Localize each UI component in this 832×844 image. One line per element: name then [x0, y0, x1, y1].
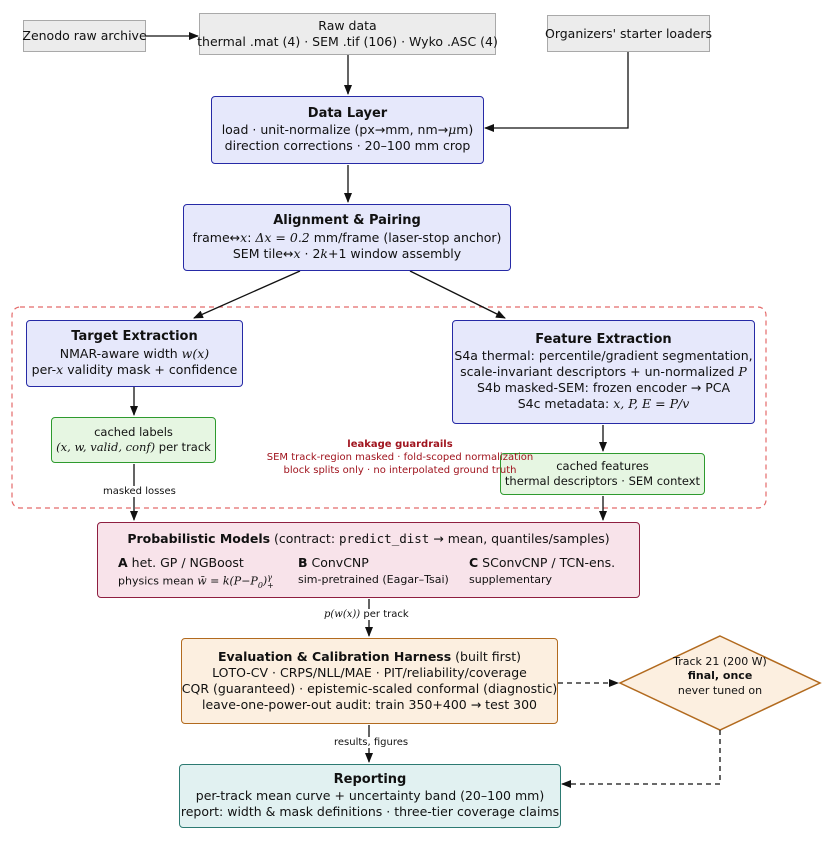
- target-line2: per-x validity mask + confidence: [31, 361, 238, 377]
- target-line1: NMAR-aware width w(x): [59, 345, 210, 361]
- node-data-layer: Data Layer load · unit-normalize (px→mm,…: [211, 96, 484, 164]
- datalayer-line1: load · unit-normalize (px→mm, nm→μm): [221, 122, 474, 138]
- edge-track21-to-reporting: [561, 730, 721, 788]
- datalayer-line2: direction corrections · 20–100 mm crop: [224, 138, 471, 154]
- node-cached-features: cached features thermal descriptors · SE…: [500, 453, 705, 495]
- edge-label-per-track: p(w(x)) per track: [321, 609, 412, 620]
- datalayer-title: Data Layer: [307, 105, 388, 121]
- feature-line1: S4a thermal: percentile/gradient segment…: [454, 348, 753, 364]
- evaluation-line3: leave-one-power-out audit: train 350+400…: [201, 697, 538, 712]
- node-feature-extraction: Feature Extraction S4a thermal: percenti…: [452, 320, 755, 424]
- node-organizers-loaders: Organizers' starter loaders: [544, 15, 713, 52]
- track21-text: Track 21 (200 W) final, once never tuned…: [620, 655, 820, 698]
- rawdata-title: Raw data: [318, 18, 377, 33]
- reporting-line2: report: width & mask definitions · three…: [180, 804, 560, 820]
- edge-label-masked-losses: masked losses: [100, 486, 179, 497]
- cached-labels-line1: cached labels: [94, 425, 173, 440]
- model-c: C SConvCNP / TCN-ens. supplementary: [469, 555, 616, 587]
- guardrails-line1: SEM track-region masked · fold-scoped no…: [266, 452, 534, 463]
- model-b: B ConvCNP sim-pretrained (Eagar–Tsai): [298, 555, 449, 587]
- track21-line1: Track 21 (200 W): [673, 655, 767, 668]
- cached-features-line2: thermal descriptors · SEM context: [504, 474, 701, 488]
- feature-line4: S4c metadata: x, P, E = P/v: [517, 396, 690, 412]
- guardrails-line2: block splits only · no interpolated grou…: [283, 465, 517, 476]
- node-zenodo-archive: Zenodo raw archive: [22, 20, 147, 52]
- cached-features-line1: cached features: [556, 459, 649, 474]
- evaluation-line1: LOTO-CV · CRPS/NLL/MAE · PIT/reliability…: [212, 665, 527, 680]
- node-probabilistic-models: Probabilistic Models (contract: predict_…: [97, 522, 640, 598]
- feature-line3: S4b masked-SEM: frozen encoder → PCA: [476, 380, 731, 396]
- guardrails-title: leakage guardrails: [347, 439, 453, 450]
- node-reporting: Reporting per-track mean curve + uncerta…: [179, 764, 561, 828]
- node-alignment-pairing: Alignment & Pairing frame↔x: Δx = 0.2 mm…: [183, 204, 511, 271]
- edge-alignment-to-target: [193, 270, 301, 319]
- evaluation-title: Evaluation & Calibration Harness (built …: [217, 649, 522, 664]
- zenodo-label: Zenodo raw archive: [22, 28, 147, 43]
- track21-line3: never tuned on: [677, 683, 763, 697]
- alignment-line2: SEM tile↔x · 2k+1 window assembly: [232, 245, 462, 261]
- node-cached-labels: cached labels (x, w, valid, conf) per tr…: [51, 417, 216, 463]
- feature-title: Feature Extraction: [535, 331, 672, 347]
- alignment-line1: frame↔x: Δx = 0.2 mm/frame (laser-stop a…: [192, 229, 502, 245]
- guardrail-region: [11, 306, 767, 509]
- evaluation-line2: CQR (guaranteed) · epistemic-scaled conf…: [181, 681, 558, 696]
- edge-alignment-to-feature: [409, 270, 506, 319]
- organizers-label: Organizers' starter loaders: [544, 25, 713, 41]
- node-target-extraction: Target Extraction NMAR-aware width w(x) …: [26, 320, 243, 387]
- feature-line2: scale-invariant descriptors + un-normali…: [460, 364, 747, 380]
- target-title: Target Extraction: [71, 329, 198, 345]
- alignment-title: Alignment & Pairing: [273, 213, 421, 229]
- reporting-title: Reporting: [333, 771, 407, 787]
- edge-label-results: results, figures: [331, 737, 412, 748]
- node-evaluation-harness: Evaluation & Calibration Harness (built …: [181, 638, 558, 724]
- model-a: A het. GP / NGBoost physics mean w̄ = k(…: [118, 555, 274, 590]
- cached-labels-line2: (x, w, valid, conf) per track: [56, 440, 211, 454]
- leakage-guardrails: leakage guardrails SEM track-region mask…: [230, 438, 570, 477]
- rawdata-line1: thermal .mat (4) · SEM .tif (106) · Wyko…: [197, 34, 498, 49]
- edge-organizers-to-datalayer: [484, 52, 629, 132]
- reporting-line1: per-track mean curve + uncertainty band …: [195, 788, 545, 804]
- node-raw-data: Raw data thermal .mat (4) · SEM .tif (10…: [197, 13, 498, 55]
- track21-line2: final, once: [687, 669, 753, 683]
- models-header: Probabilistic Models (contract: predict_…: [127, 531, 610, 546]
